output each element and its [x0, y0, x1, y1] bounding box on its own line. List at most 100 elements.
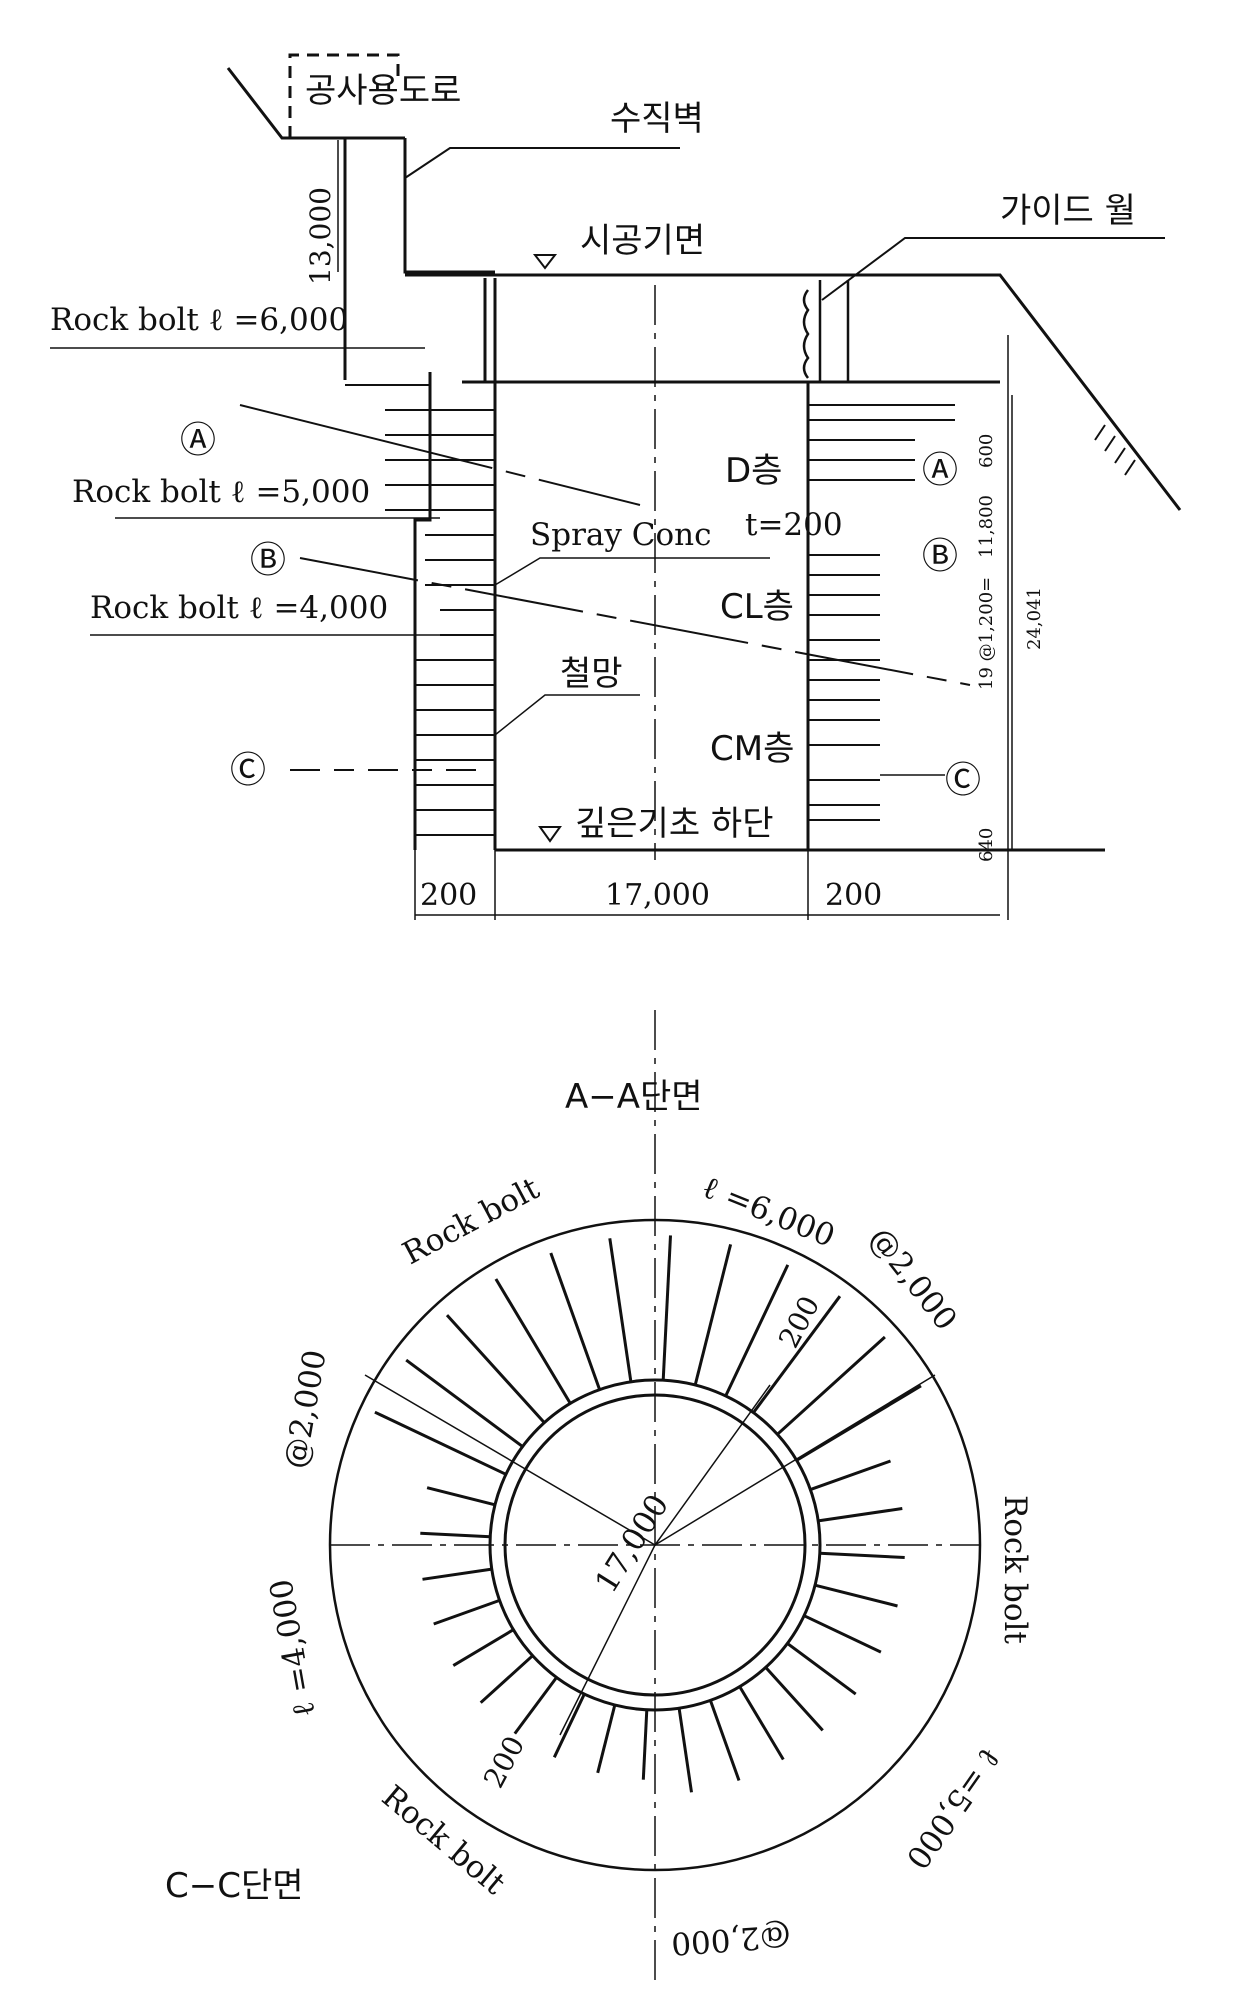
bottom-dim-line — [414, 850, 1000, 920]
plan-rockbolt — [494, 1278, 572, 1405]
plan-rockbolt — [803, 1614, 882, 1654]
rockbolt-top-label: Rock bolt — [397, 1170, 546, 1272]
dim-11800: 11,800 — [976, 495, 997, 558]
ground-line — [405, 273, 1182, 511]
plan-rockbolt — [420, 1531, 491, 1539]
guide-wall-label: 가이드 월 — [1000, 191, 1136, 231]
l4000-label: ℓ =4,000 — [263, 1576, 323, 1720]
wire-mesh-label: 철망 — [560, 654, 623, 694]
wire-mesh-leader — [494, 694, 640, 736]
dim-200-bottom: 200 — [477, 1731, 531, 1794]
dim-600: 600 — [976, 434, 997, 468]
plan-rockbolt — [752, 1295, 842, 1414]
outer-boundary — [328, 1218, 982, 1872]
plan-rockbolt — [724, 1264, 790, 1397]
mark-b-left: Ⓑ — [250, 540, 286, 581]
plan-rockbolt — [814, 1583, 898, 1608]
pitch-top-right: @2,000 — [862, 1221, 964, 1338]
plan-rockbolt — [479, 1654, 534, 1704]
plan-rockbolt — [445, 1314, 546, 1424]
dim-17000-plan: 17,000 — [588, 1488, 676, 1599]
dim-640: 640 — [976, 828, 997, 862]
dim-13000: 13,000 — [304, 187, 337, 285]
left-rockbolts — [345, 384, 495, 836]
t200-label: t=200 — [745, 507, 843, 543]
rockbolt-4000-label: Rock bolt ℓ =4,000 — [90, 590, 388, 626]
plan-rockbolt — [608, 1238, 633, 1383]
dim-pitch: 19 @1,200= — [976, 577, 997, 690]
plan-rockbolt — [405, 1358, 524, 1448]
guide-wall-right — [802, 280, 850, 382]
plan-rockbolt — [549, 1252, 602, 1391]
layer-cl-label: CL층 — [720, 587, 794, 627]
plan-rockbolt — [552, 1693, 586, 1758]
spray-conc-label: Spray Conc — [530, 517, 711, 553]
mark-b-right: Ⓑ — [922, 536, 958, 577]
layer-cm-label: CM층 — [710, 729, 794, 769]
construction-road-label: 공사용도로 — [305, 71, 461, 111]
mark-a-left: Ⓐ — [180, 420, 216, 461]
plan-view: A−A단면 C−C단면 Rock bolt ℓ =6,000 @2,000 20… — [165, 1010, 1033, 1980]
road-slope — [226, 67, 405, 140]
plan-rockbolt — [374, 1410, 507, 1476]
title-cc: C−C단면 — [165, 1866, 304, 1906]
rockbolt-6000-label: Rock bolt ℓ =6,000 — [50, 302, 348, 338]
foundation-bottom-label: 깊은기초 하단 — [575, 804, 774, 844]
plan-rockbolt — [433, 1598, 501, 1626]
plan-rockbolt — [426, 1486, 496, 1507]
plan-rockbolt — [661, 1235, 672, 1381]
dim-200-left: 200 — [420, 878, 477, 913]
plan-rockbolt — [596, 1704, 617, 1774]
division-rays — [364, 1374, 936, 1736]
mark-c-left: Ⓒ — [230, 750, 266, 791]
slope-hatch — [1094, 424, 1136, 476]
mark-a-right: Ⓐ — [922, 450, 958, 491]
title-aa: A−A단면 — [565, 1077, 703, 1117]
rockbolt-bottom-label: Rock bolt — [375, 1779, 513, 1903]
guide-wall-left — [462, 278, 1000, 384]
plan-rockbolt — [452, 1628, 515, 1667]
dim-200-top: 200 — [772, 1291, 826, 1354]
rockbolt-right-label: Rock bolt — [997, 1495, 1033, 1644]
construction-base-label: 시공기면 — [580, 221, 705, 261]
plan-rockbolt — [776, 1335, 886, 1436]
layer-d-label: D층 — [725, 451, 782, 491]
dim-200-right: 200 — [825, 878, 882, 913]
spray-conc-leader — [494, 557, 770, 586]
cut-a-line — [239, 404, 641, 506]
dim-24041: 24,041 — [1024, 587, 1045, 650]
vertical-wall-label: 수직벽 — [610, 99, 704, 139]
rockbolt-5000-label: Rock bolt ℓ =5,000 — [72, 474, 370, 510]
foundation-triangle — [538, 826, 562, 843]
upper-wall — [343, 138, 495, 380]
plan-rockbolt — [819, 1551, 905, 1559]
road-dashed-box — [288, 53, 400, 138]
plan-rockbolt — [422, 1567, 493, 1581]
l6000-label: ℓ =6,000 — [697, 1169, 840, 1255]
plan-rockbolts — [374, 1235, 922, 1793]
dim-17000-section: 17,000 — [605, 878, 710, 913]
plan-rockbolt — [764, 1666, 824, 1732]
lining-inner — [503, 1393, 807, 1697]
plan-rockbolt — [809, 1459, 892, 1492]
lining-outer — [488, 1378, 822, 1712]
plan-rockbolt — [693, 1244, 733, 1386]
base-triangle — [532, 254, 558, 270]
plan-rockbolt — [513, 1676, 558, 1735]
mark-c-right: Ⓒ — [945, 760, 981, 801]
vertical-wall-leader — [404, 147, 680, 179]
cut-b-line — [299, 557, 971, 686]
pitch-left: @2,000 — [277, 1347, 333, 1471]
plan-rockbolt — [708, 1699, 741, 1782]
plan-rockbolt — [786, 1642, 857, 1696]
guide-wall-leader — [821, 237, 1165, 301]
l5000-label: ℓ =5,000 — [898, 1740, 1007, 1875]
plan-rockbolt — [641, 1709, 649, 1780]
section-view: 공사용도로 수직벽 13,000 시공기면 가이드 월 Rock bo — [50, 53, 1182, 920]
plan-rockbolt — [738, 1685, 785, 1761]
plan-rockbolt — [817, 1507, 903, 1523]
plan-rockbolt — [795, 1384, 922, 1462]
right-rockbolts — [808, 404, 955, 821]
pitch-bottom: @2,000 — [670, 1917, 792, 1961]
